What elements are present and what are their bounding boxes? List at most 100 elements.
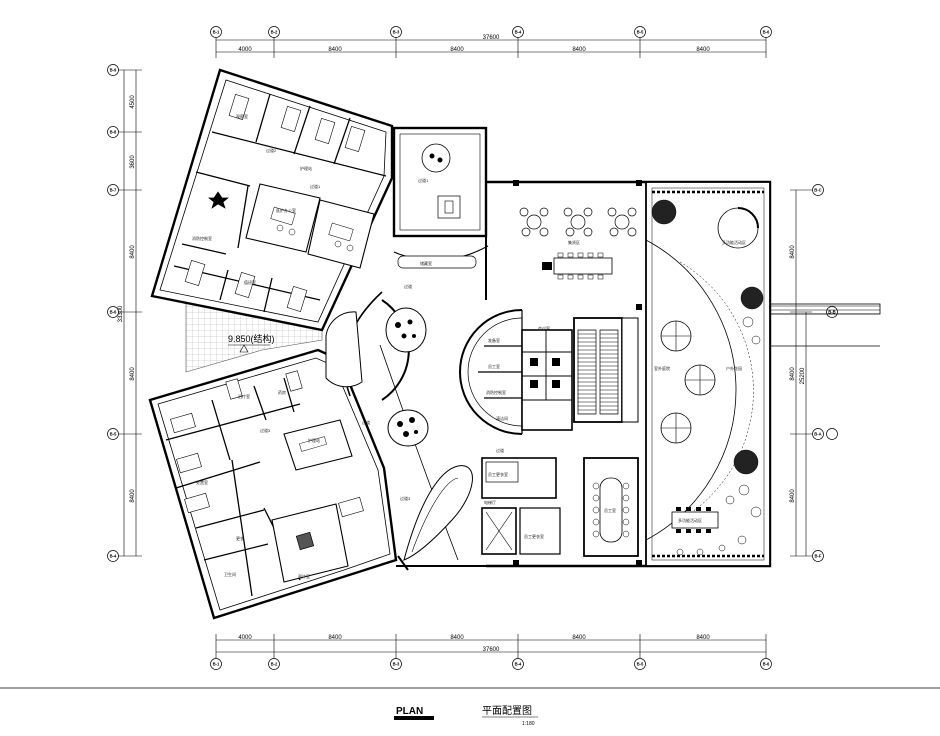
- room-label: 医护办公室: [276, 207, 296, 213]
- room-label: 过道3: [260, 427, 271, 433]
- lower-wall: [396, 555, 640, 571]
- upper-left-wing: 护理站 观察室 医护办公室 过道1 消防控制室 值班室 过道2: [150, 68, 394, 332]
- axis-label: B-7: [110, 188, 117, 193]
- room-label: 观片室: [298, 573, 310, 579]
- axis-label: B-C: [814, 188, 821, 193]
- top-total-dimension: 37600: [483, 35, 500, 41]
- axis-label: B-8: [110, 130, 117, 135]
- axis-label: B-1: [213, 30, 220, 35]
- axis-label: B-9: [110, 68, 117, 73]
- room-label: 过道1: [310, 183, 321, 189]
- room-label: 员工更衣室: [488, 471, 508, 477]
- room-label: 过道: [404, 283, 412, 289]
- room-label: 过道2: [266, 147, 277, 153]
- top-dimension: 8400: [696, 47, 710, 53]
- room-label: 过道3: [400, 495, 411, 501]
- title-scale: 1:180: [522, 721, 535, 727]
- garden: 多功能活动区 多功能活动区 户外花园 室外庭院: [645, 181, 771, 567]
- axis-label: B-5: [637, 662, 644, 667]
- room-label: 更衣: [236, 535, 244, 541]
- lower-left-wing: 护理站 治疗室 药房 处置室 更衣 卫生间 观片室 过道3 过道: [148, 348, 398, 620]
- left-dimension: 4500: [130, 95, 136, 109]
- axis-label: B-6: [110, 310, 117, 315]
- room-label: 员工室: [488, 363, 500, 369]
- axis-label: B-A: [814, 432, 821, 437]
- right-core: 集贤区 准备室 员工室 消防控制室 清洁间 会议室: [459, 180, 772, 568]
- room-label: 多功能活动区: [678, 517, 702, 523]
- top-dimension: 8400: [572, 47, 586, 53]
- room-label: 多功能活动区: [722, 239, 746, 245]
- top-dimension: 8400: [450, 47, 464, 53]
- room-label: 处置室: [196, 479, 208, 485]
- top-axis-bubbles: [210, 26, 772, 38]
- axis-label: B-3: [393, 662, 400, 667]
- room-label: 卫生间: [224, 571, 236, 577]
- axis-label: B-6: [763, 30, 770, 35]
- bottom-dimension-chain: [215, 634, 767, 658]
- room-label: 电梯厅: [484, 499, 496, 505]
- left-total-dimension: 33300: [118, 305, 124, 322]
- room-label: 治疗室: [238, 393, 250, 399]
- room-label: 过道1: [418, 177, 429, 183]
- room-label: 护理站: [300, 165, 312, 171]
- room-label: 护理站: [308, 437, 320, 443]
- room-label: 清洁间: [496, 415, 508, 421]
- title-plan: PLAN: [396, 706, 423, 717]
- bottom-dimension: 8400: [328, 635, 342, 641]
- axis-label: B-5: [637, 30, 644, 35]
- right-dimension: 8400: [790, 489, 796, 503]
- bottom-dimension: 4000: [238, 635, 252, 641]
- top-dimension: 8400: [328, 47, 342, 53]
- room-label: 会议室: [538, 325, 550, 331]
- axis-label: B-6: [763, 662, 770, 667]
- left-dimension-chain: [118, 69, 142, 557]
- right-dimension: 8400: [790, 245, 796, 259]
- axis-label: B-2: [271, 662, 278, 667]
- left-dimension: 8400: [130, 367, 136, 381]
- left-dimension: 8400: [130, 489, 136, 503]
- axis-label: B-1: [213, 662, 220, 667]
- right-dimension-chain: [790, 189, 812, 557]
- bottom-dimension: 8400: [696, 635, 710, 641]
- right-total-dimension: 25200: [800, 367, 806, 384]
- axis-label: B-3: [393, 30, 400, 35]
- upper-middle-block: 过道1 储藏室: [392, 126, 489, 269]
- left-axis-bubbles: [107, 64, 119, 562]
- room-label: 员工室: [604, 507, 616, 513]
- bridge: [769, 303, 881, 347]
- room-label: 消防控制室: [486, 389, 506, 395]
- axis-label: B-4: [515, 30, 522, 35]
- room-label: 药房: [278, 389, 286, 395]
- room-label: 消防控制室: [192, 235, 212, 241]
- room-label: 准备室: [488, 337, 500, 343]
- bottom-dimension: 8400: [572, 635, 586, 641]
- room-label: 户外花园: [726, 365, 742, 371]
- central-lobby: 过道 过道3: [325, 283, 473, 561]
- level-marker: 9.850(结构): [228, 333, 275, 344]
- title-underline: [394, 716, 434, 720]
- left-dimension: 3600: [130, 155, 136, 169]
- axis-label: B-5: [110, 432, 117, 437]
- top-dimension: 4000: [238, 47, 252, 53]
- bottom-dimension: 8400: [450, 635, 464, 641]
- level-triangle-icon: [239, 344, 249, 353]
- room-label: 值班室: [244, 279, 256, 285]
- room-label: 过道: [496, 447, 504, 453]
- axis-label: B-F: [815, 554, 822, 559]
- left-dimension: 8400: [130, 245, 136, 259]
- bottom-axis-bubbles: [210, 658, 772, 670]
- axis-label: B-4: [515, 662, 522, 667]
- title-chinese: 平面配置图: [482, 705, 532, 717]
- room-label: 集贤区: [568, 239, 580, 245]
- room-label: 观察室: [236, 113, 248, 119]
- right-dimension: 8400: [790, 367, 796, 381]
- axis-label: B-2: [271, 30, 278, 35]
- room-label: 室外庭院: [654, 365, 670, 371]
- bottom-total-dimension: 37600: [483, 647, 500, 653]
- right-axis-bubbles: [812, 184, 838, 562]
- axis-label: B-4: [110, 554, 117, 559]
- room-label: 储藏室: [420, 260, 432, 266]
- room-label: 员工更衣室: [524, 533, 544, 539]
- room-label: 过道: [362, 419, 370, 425]
